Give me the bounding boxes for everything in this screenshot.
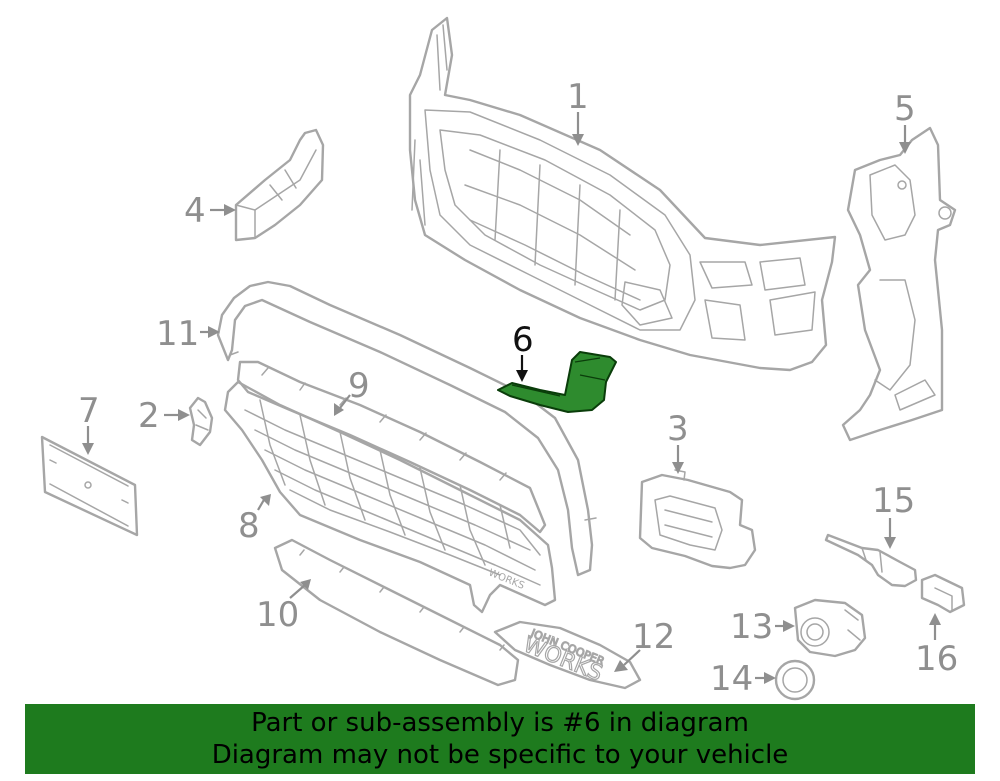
callout-16: 16 [915, 639, 958, 679]
sensor-part-15 [824, 533, 918, 588]
banner-line-1: Part or sub-assembly is #6 in diagram [251, 708, 749, 738]
callout-12: 12 [632, 617, 675, 657]
callout-14: 14 [710, 659, 753, 699]
callout-6: 6 [512, 320, 534, 360]
emblem-part-12: JOHN COOPER WORKS [493, 620, 642, 690]
sensor-housing-part-13 [793, 598, 867, 658]
callout-5: 5 [894, 89, 916, 129]
callout-3: 3 [667, 409, 689, 449]
license-plate-bracket-part-7 [40, 435, 139, 537]
callout-8: 8 [238, 506, 260, 546]
callout-9: 9 [348, 366, 370, 406]
air-duct-part-4 [234, 128, 325, 242]
grille-mesh-part-8: WORKS [223, 380, 557, 614]
clip-part-2 [188, 396, 214, 447]
callout-15: 15 [872, 481, 915, 521]
bracket-part-5 [841, 126, 957, 442]
highlighted-part-6 [497, 351, 617, 413]
callout-7: 7 [78, 391, 100, 431]
callout-1: 1 [567, 77, 589, 117]
connector-part-16 [920, 573, 966, 614]
info-banner: Part or sub-assembly is #6 in diagram Di… [25, 704, 975, 774]
callout-4: 4 [184, 191, 206, 231]
banner-line-2: Diagram may not be specific to your vehi… [211, 740, 789, 770]
ring-part-14 [774, 659, 816, 701]
bumper-cover-part-1 [408, 16, 837, 372]
callout-13: 13 [730, 607, 773, 647]
lower-trim-part-10 [273, 538, 520, 687]
callouts: 1 4 5 11 6 9 2 7 3 8 [78, 77, 958, 699]
callout-11: 11 [156, 314, 199, 354]
callout-2: 2 [138, 396, 160, 436]
fog-lamp-bezel-part-3 [638, 469, 757, 570]
callout-10: 10 [256, 595, 299, 635]
trim-strip-part-11 [216, 280, 597, 577]
